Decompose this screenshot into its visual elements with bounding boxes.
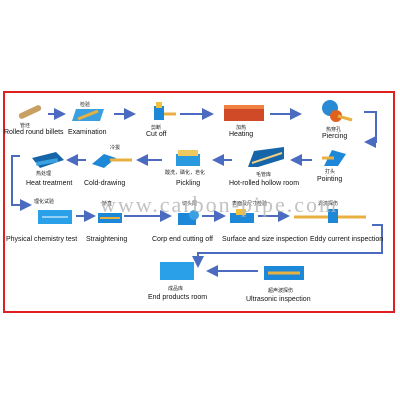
cutter-icon (154, 102, 176, 120)
heat-treatment-icon (32, 152, 64, 168)
step-en-10: Heat treatment (26, 180, 73, 187)
step-en-15: Eddy current inspection (310, 236, 384, 243)
surface-inspection-icon (230, 209, 254, 223)
step-en-8: Pickling (176, 180, 201, 187)
process-frame (3, 91, 395, 313)
step-cn-8: 酸洗，磷化，皂化 (165, 170, 206, 176)
watermark-text: www.carbon-pipe.com (100, 192, 339, 217)
cutting-icon (178, 210, 199, 225)
step-en-16: Ultrasonic inspection (246, 296, 311, 303)
step-en-11: Physical chemistry test (6, 236, 78, 243)
step-cn-15: 涡流探伤 (318, 201, 339, 207)
step-cn-2: 检验 (80, 102, 91, 108)
billets-icon (18, 105, 42, 119)
step-cn-17: 成品库 (168, 286, 184, 292)
step-cn-11: 理化试验 (34, 199, 55, 205)
step-cn-12: 矫直 (102, 201, 113, 207)
examination-icon (72, 109, 104, 121)
step-en-17: End products room (148, 294, 208, 301)
hollow-room-icon (248, 147, 284, 167)
step-cn-13: 切头尾 (182, 201, 198, 207)
step-cn-3: 剪断 (151, 125, 162, 131)
step-cn-5: 热穿孔 (326, 127, 342, 133)
step-cn-16: 超声波探伤 (268, 288, 294, 294)
cold-drawing-icon (92, 154, 132, 168)
furnace-icon (224, 105, 264, 121)
step-en-2: Examination (68, 129, 107, 136)
step-cn-6: 打头 (325, 169, 336, 175)
straightening-icon (98, 213, 122, 223)
step-cn-10: 热处理 (36, 171, 52, 177)
step-en-6: Pointing (317, 176, 343, 183)
step-en-5: Piercing (322, 133, 348, 140)
step-en-4: Heating (229, 131, 254, 138)
pointing-icon (322, 150, 346, 166)
eddy-current-icon (294, 209, 366, 223)
step-en-14: Surface and size inspection (222, 236, 308, 243)
warehouse-icon (160, 262, 194, 280)
arrow-10 (11, 155, 32, 211)
arrow-5 (364, 111, 377, 148)
ultrasonic-icon (264, 266, 304, 280)
step-en-1: Rolled round billets (4, 129, 64, 136)
piercing-icon (322, 100, 353, 122)
step-cn-9: 冷拔 (110, 145, 121, 151)
step-en-12: Straightening (86, 236, 128, 243)
step-en-9: Cold-drawing (84, 180, 126, 187)
step-cn-7: 毛管库 (256, 172, 272, 178)
step-cn-4: 加热 (236, 125, 247, 131)
step-cn-1: 管坯 (20, 123, 31, 129)
arrow-15 (192, 224, 383, 268)
step-cn-14: 表面及尺寸检验 (232, 201, 268, 207)
step-en-3: Cut off (146, 131, 167, 138)
chemistry-test-icon (38, 210, 72, 224)
step-en-7: Hot-rolled hollow room (229, 180, 300, 187)
step-en-13: Corp end cutting off (152, 236, 213, 243)
pickling-icon (176, 150, 200, 166)
